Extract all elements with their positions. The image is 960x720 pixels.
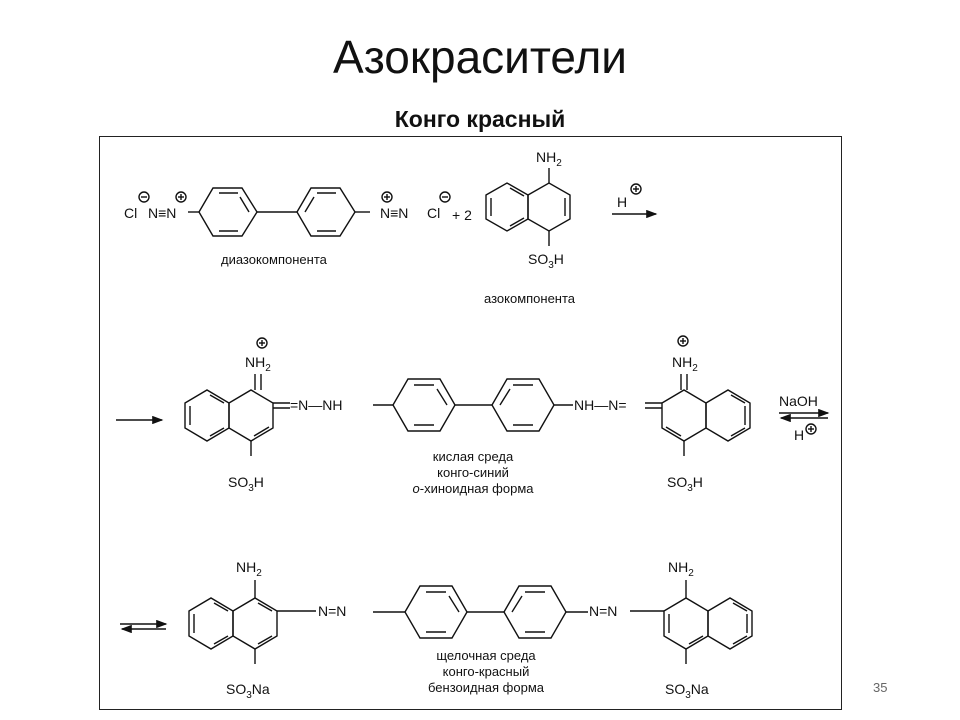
azo-hydrazo-left: =N—NH: [290, 397, 343, 413]
right-naphthalene-quinoid: [645, 374, 751, 456]
naoh-label: NaOH: [779, 393, 818, 409]
plus-charge-icon: [805, 423, 817, 435]
plus-charge-icon: [381, 191, 393, 203]
azo-right-row3: N=N: [589, 603, 617, 619]
nh2-right-row2: NH2: [672, 354, 698, 374]
diazonium-right: N≡N: [380, 205, 408, 221]
plus-charge-icon: [175, 191, 187, 203]
nh2-left-row2: NH2: [245, 354, 271, 374]
minus-charge-icon: [439, 191, 451, 203]
so3na-left: SO3Na: [226, 681, 270, 701]
plus-charge-icon: [256, 337, 268, 349]
nh2-row1: NH2: [536, 149, 562, 169]
page-number: 35: [873, 680, 888, 695]
diazo-label: диазокомпонента: [221, 252, 328, 267]
plus-charge-icon: [630, 183, 642, 195]
cl-right: Cl: [427, 205, 440, 221]
quinoid-form-label: о-хиноидная форма: [413, 481, 535, 496]
azo-naphthalene: [485, 168, 571, 246]
left-naphthalene-benzoid: [188, 580, 316, 664]
so3h-left-row2: SO3H: [228, 474, 264, 494]
nh2-left-row3: NH2: [236, 559, 262, 579]
h-plus-label: H: [794, 427, 804, 443]
nh2-right-row3: NH2: [668, 559, 694, 579]
azo-left-row3: N=N: [318, 603, 346, 619]
middle-biphenyl-base: [373, 585, 588, 639]
catalyst-h: H: [617, 194, 627, 210]
so3na-right: SO3Na: [665, 681, 709, 701]
azo-label: азокомпонента: [484, 291, 576, 306]
middle-biphenyl-acid: [373, 378, 573, 432]
base-medium-label: щелочная среда: [436, 648, 536, 663]
right-naphthalene-benzoid: [630, 580, 753, 664]
congo-red-label: конго-красный: [443, 664, 530, 679]
so3h-row1: SO3H: [528, 251, 564, 271]
benzoid-form-label: бензоидная форма: [428, 680, 545, 695]
slide-title: Азокрасители: [333, 31, 627, 83]
left-naphthalene-quinoid: [184, 374, 290, 456]
so3h-right-row2: SO3H: [667, 474, 703, 494]
diazonium-left: N≡N: [148, 205, 176, 221]
coefficient-2: + 2: [452, 207, 472, 223]
minus-charge-icon: [138, 191, 150, 203]
plus-charge-icon: [677, 335, 689, 347]
slide-subtitle: Конго красный: [394, 106, 566, 132]
diazo-biphenyl: [188, 187, 370, 237]
cl-left: Cl: [124, 205, 137, 221]
congo-blue-label: конго-синий: [437, 465, 509, 480]
diagram-frame: [99, 136, 842, 710]
azo-hydrazo-right: NH—N=: [574, 397, 627, 413]
acid-medium-label: кислая среда: [433, 449, 514, 464]
